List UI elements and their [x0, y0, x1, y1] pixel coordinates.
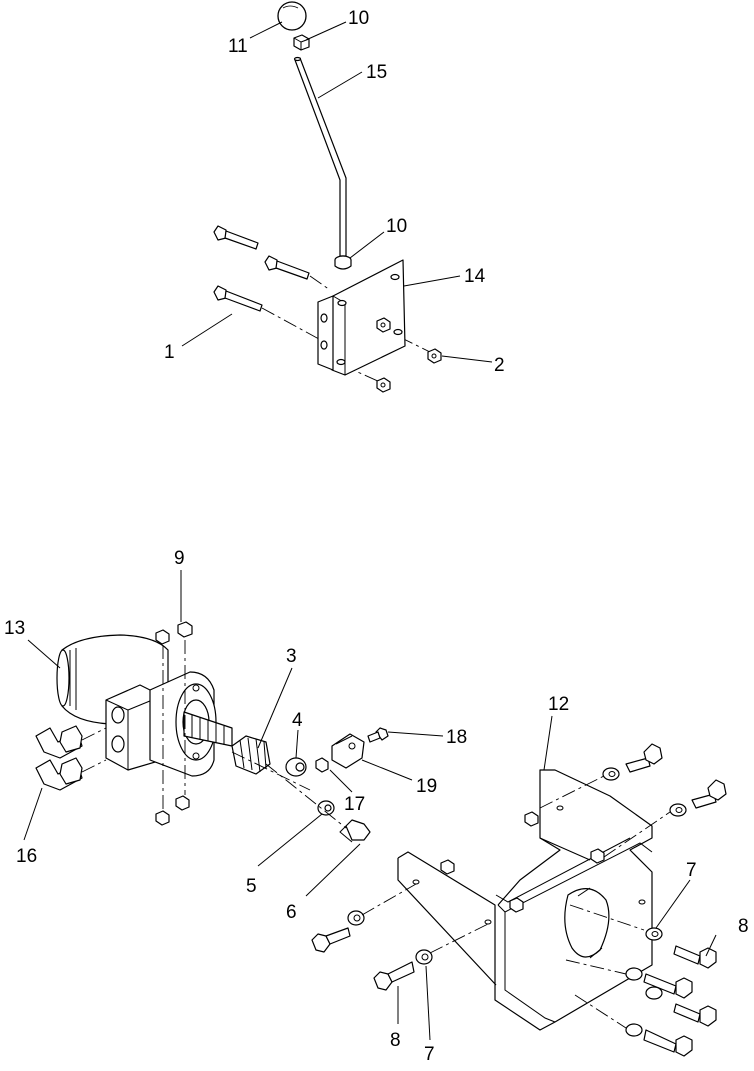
jam-nut-lower — [334, 255, 352, 270]
elbow-fitting-lower — [35, 757, 83, 791]
bolt-bl-1 — [311, 927, 351, 953]
callout-6: 6 — [286, 902, 297, 923]
bolt-middle — [264, 255, 310, 280]
clamp-block — [331, 733, 365, 769]
callout-14: 14 — [464, 266, 486, 287]
cap-screw-6 — [339, 819, 371, 843]
motor-nut-upper-left — [155, 629, 170, 645]
washer-lr-3 — [645, 986, 663, 1000]
knob — [277, 1, 307, 31]
lock-nut-upper — [376, 317, 391, 333]
bolt-lr-1 — [673, 945, 717, 969]
callout-7-right: 7 — [686, 860, 697, 881]
elbow-fitting-upper — [35, 725, 83, 759]
callout-16: 16 — [16, 846, 37, 867]
callout-3: 3 — [286, 646, 297, 667]
lever-rod — [293, 56, 347, 257]
bracket-nut-1 — [524, 811, 539, 827]
callout-18: 18 — [446, 727, 467, 748]
motor-nut-upper-right — [177, 621, 193, 638]
bolt-bl-2 — [373, 961, 415, 991]
lock-nut-lower — [376, 377, 391, 393]
bolt-lr-3 — [673, 1003, 717, 1027]
motor-mount-assembly — [35, 621, 727, 1057]
callout-2: 2 — [494, 355, 505, 376]
spacer — [285, 757, 307, 777]
lever-bracket — [317, 259, 406, 376]
hydraulic-motor — [56, 634, 233, 777]
bolt-lower — [213, 285, 263, 312]
bolt-upper — [213, 225, 259, 250]
bracket-nut-4 — [509, 897, 524, 913]
washer-small — [317, 800, 335, 816]
motor-mount-bracket — [397, 769, 653, 1031]
callout-11: 11 — [228, 36, 248, 57]
bracket-nut-3 — [440, 859, 455, 875]
washer-lr-2 — [625, 967, 643, 981]
callout-13: 13 — [4, 618, 25, 639]
washer-br-1 — [602, 767, 620, 781]
callout-5: 5 — [246, 876, 257, 897]
motor-nut-lower-right — [175, 795, 190, 811]
motor-nut-lower-left — [155, 810, 170, 826]
bolt-br-2 — [691, 779, 727, 809]
bracket-nut-2 — [590, 848, 605, 864]
leader-lines — [23, 21, 717, 1041]
jam-nut-top — [293, 34, 310, 51]
control-lever-assembly — [213, 1, 442, 393]
callout-10-top: 10 — [348, 8, 369, 29]
callout-1: 1 — [164, 342, 175, 363]
callout-8-left: 8 — [390, 1030, 401, 1051]
callout-10-lower: 10 — [386, 216, 407, 237]
callout-15: 15 — [366, 62, 387, 83]
callout-9: 9 — [174, 548, 185, 569]
callout-4: 4 — [292, 710, 303, 731]
washer-bl-1 — [347, 910, 365, 926]
callout-19: 19 — [416, 776, 437, 797]
washer-bl-2 — [415, 949, 433, 965]
clamp-screw — [367, 727, 389, 743]
callout-7-left: 7 — [424, 1044, 435, 1065]
shaft-coupler — [231, 735, 271, 775]
bolt-br-1 — [625, 743, 663, 773]
washer-lr-4 — [625, 1023, 643, 1037]
bolt-lr-2 — [643, 973, 693, 999]
washer-br-2 — [669, 803, 687, 817]
bolt-lr-4 — [643, 1029, 693, 1057]
washer-lr-1 — [645, 927, 663, 941]
callout-17: 17 — [344, 794, 365, 815]
callout-8-right: 8 — [738, 916, 749, 937]
lock-nut-right — [427, 348, 442, 364]
callout-labels: 11 10 15 10 14 1 2 9 13 3 4 18 12 16 17 … — [4, 8, 749, 1065]
callout-12: 12 — [548, 694, 569, 715]
clamp-nut — [315, 757, 329, 773]
